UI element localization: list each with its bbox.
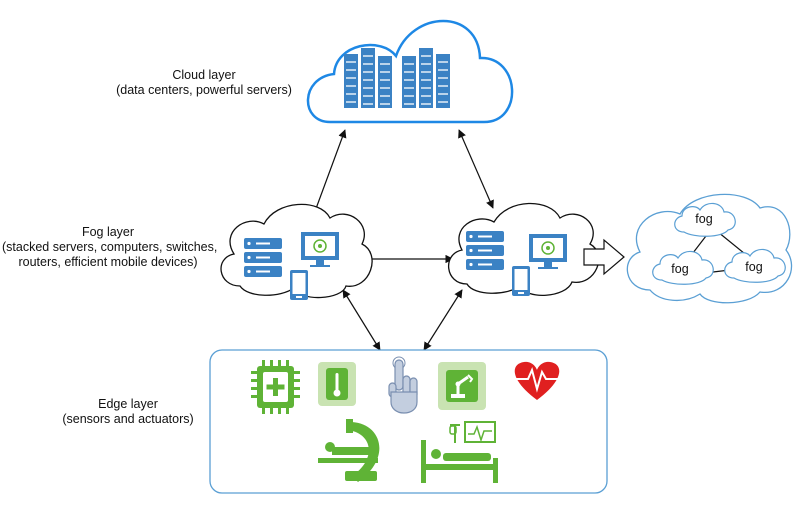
arrow-fog-edge-right [423, 289, 463, 351]
edge-layer-title: Edge layer [98, 397, 158, 411]
fog-layer-description-line-2: routers, efficient mobile devices) [18, 255, 198, 269]
cloud-layer-subtitle: (data centers, powerful servers) [116, 83, 292, 97]
chip-icon [251, 360, 300, 414]
fog-node-cloud [652, 250, 714, 285]
arrow-cloud-fog-right [458, 129, 494, 209]
mri-scanner-icon [318, 419, 380, 482]
fog-node-cloud [724, 248, 786, 283]
edge-layer-subtitle: (sensors and actuators) [62, 412, 194, 426]
hospital-bed-icon [421, 421, 498, 483]
fog-node-label: fog [695, 212, 713, 226]
ai-monitor-icon [301, 232, 339, 267]
fog-node-cloud [674, 202, 736, 237]
thermometer-icon [318, 362, 356, 406]
ai-monitor-icon [529, 234, 567, 269]
edge-layer-box [209, 349, 608, 494]
fog-layer-description-line-1: (stacked servers, computers, switches, [2, 240, 218, 254]
heart-rate-icon [514, 361, 560, 400]
server-rack-icon [244, 238, 282, 277]
mobile-phone-icon [512, 266, 530, 296]
touch-hand-icon [388, 356, 418, 414]
arrow-right-icon [583, 238, 625, 276]
fog-node-label: fog [745, 260, 763, 274]
server-rack-icon [466, 231, 504, 270]
cloud-layer-label: Cloud layer (data centers, powerful serv… [114, 68, 294, 98]
robot-arm-icon [438, 362, 486, 410]
fog-layer-label: Fog layer (stacked servers, computers, s… [2, 225, 218, 270]
mobile-phone-icon [290, 270, 308, 300]
fog-layer-title: Fog layer [81, 225, 135, 239]
arrow-fog-edge-left [342, 289, 381, 351]
fog-node-label: fog [671, 262, 689, 276]
arrow-cloud-fog-left [312, 129, 347, 215]
cloud-layer-title: Cloud layer [172, 68, 236, 82]
edge-layer-label: Edge layer (sensors and actuators) [48, 397, 208, 427]
data-center-icon [344, 48, 450, 108]
